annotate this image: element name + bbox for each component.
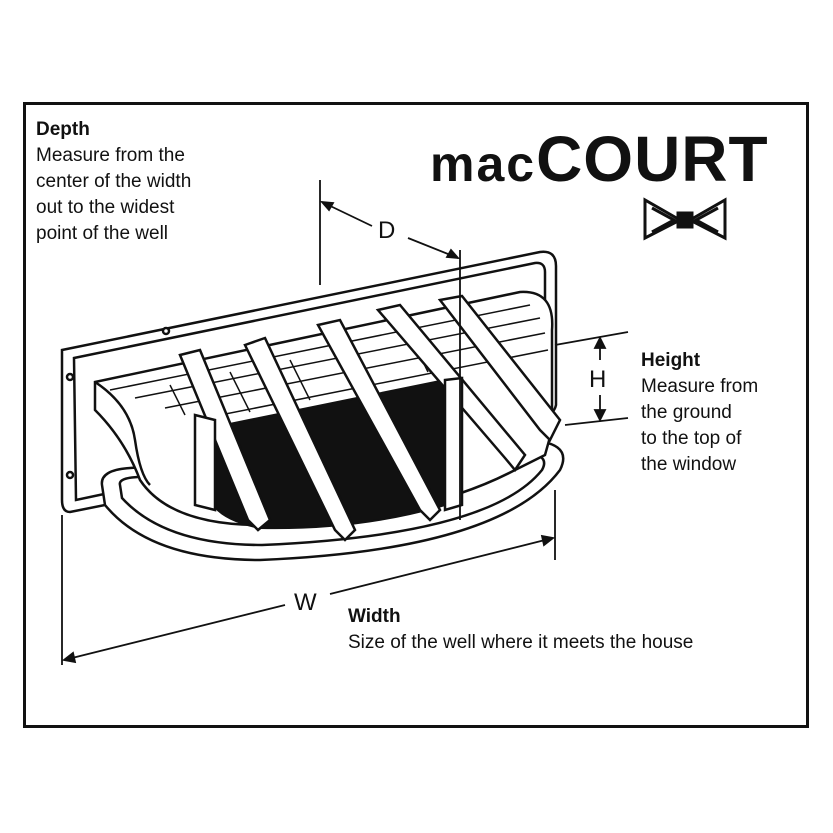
width-description: Size of the well where it meets the hous…	[348, 632, 694, 653]
depth-description: Measure from the center of the width out…	[36, 145, 192, 244]
depth-dimension	[319, 180, 461, 520]
height-dimension	[554, 331, 629, 426]
width-symbol: W	[294, 589, 317, 616]
bowtie-logo-icon	[643, 197, 727, 241]
grate-bar	[178, 348, 272, 532]
depth-title: Depth	[36, 119, 90, 140]
height-symbol: H	[589, 366, 606, 393]
width-dimension	[61, 490, 556, 665]
width-title: Width	[348, 606, 401, 627]
depth-note: Depth Measure from the center of the wid…	[36, 117, 266, 247]
grate-bar	[437, 294, 562, 443]
grate-bar	[316, 318, 442, 522]
height-description: Measure from the ground to the top of th…	[641, 376, 759, 475]
width-note: Width Size of the well where it meets th…	[348, 604, 768, 656]
depth-symbol: D	[378, 217, 395, 244]
diagram-frame	[23, 102, 809, 728]
grate-post	[443, 376, 464, 512]
brand-prefix: mac	[430, 136, 537, 192]
brand-logo: macCOURT	[430, 124, 769, 199]
brand-name: COURT	[536, 123, 769, 195]
height-note: Height Measure from the ground to the to…	[641, 348, 801, 478]
grate-post	[193, 413, 217, 512]
grate-bar	[243, 336, 357, 542]
grate-bars	[178, 294, 562, 542]
height-title: Height	[641, 350, 701, 371]
